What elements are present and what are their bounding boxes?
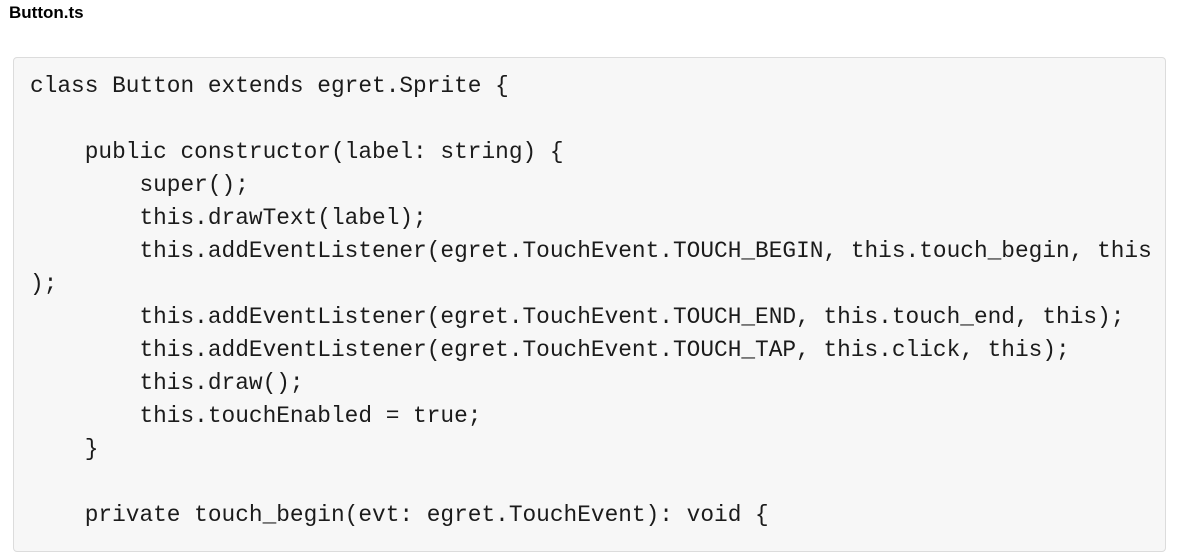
- file-title: Button.ts: [9, 3, 84, 22]
- code-pre: class Button extends egret.Sprite { publ…: [30, 70, 1152, 532]
- code-block: class Button extends egret.Sprite { publ…: [13, 57, 1166, 552]
- code-content: class Button extends egret.Sprite { publ…: [30, 73, 1152, 528]
